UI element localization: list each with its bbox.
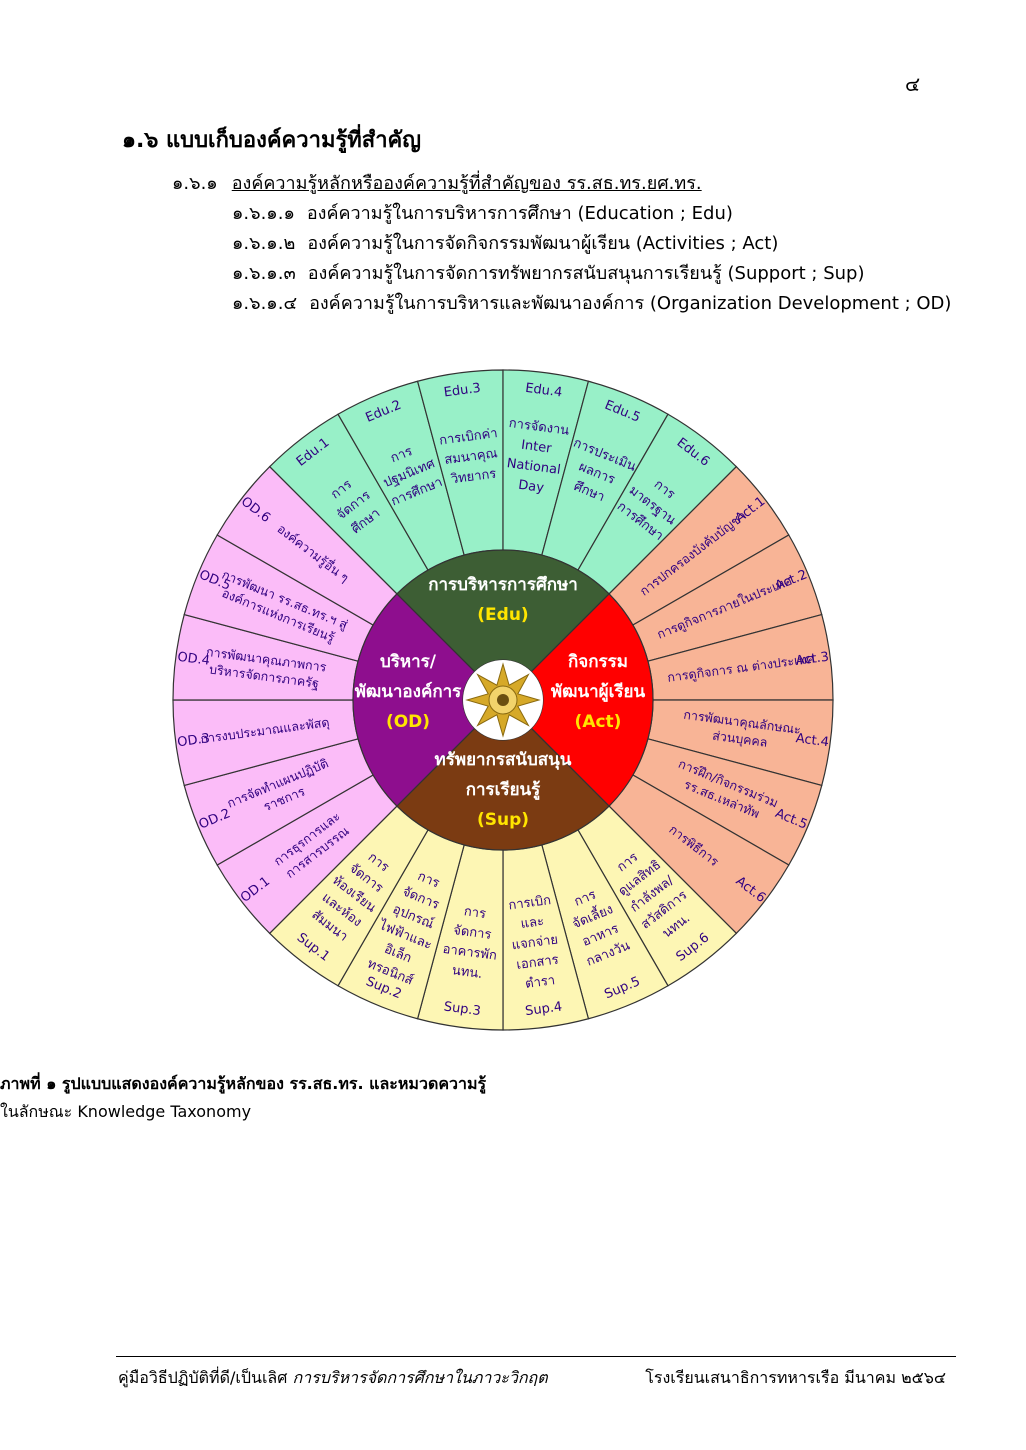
list-item-number: ๑.๖.๑.๓: [232, 263, 296, 284]
edu-item-line: วิทยากร: [449, 467, 497, 488]
od-inner-title: พัฒนาองค์การ: [355, 681, 462, 702]
sup-item-line: การเบิก: [508, 893, 552, 913]
sup-item-line: และ: [520, 914, 545, 932]
edu-inner-abbr: (Edu): [477, 605, 528, 625]
sub-heading: ๑.๖.๑ องค์ความรู้หลักหรือองค์ความรู้ที่สำ…: [172, 168, 702, 197]
list-item-number: ๑.๖.๑.๔: [232, 293, 298, 314]
section-heading: ๑.๖ แบบเก็บองค์ความรู้ที่สำคัญ: [122, 128, 422, 153]
sup-item-line: เอกสาร: [516, 953, 560, 973]
list-item-text: องค์ความรู้ในการบริหารการศึกษา (Educatio…: [306, 203, 733, 224]
od-inner-title: บริหาร/: [380, 652, 437, 672]
list-item: ๑.๖.๑.๓ องค์ความรู้ในการจัดการทรัพยากรสนั…: [232, 258, 865, 287]
act-code-label: Act.4: [795, 731, 830, 750]
figure-caption-subtitle: ในลักษณะ Knowledge Taxonomy: [0, 1102, 252, 1121]
act-code-label: Act.3: [795, 650, 830, 669]
sup-code-label: Sup.4: [524, 999, 563, 1019]
act-inner-title: กิจกรรม: [568, 652, 628, 672]
sup-inner-title: การเรียนรู้: [466, 779, 541, 801]
od-inner-abbr: (OD): [386, 712, 430, 732]
footer-manual-subtitle: การบริหารจัดการศึกษาในภาวะวิกฤต: [292, 1368, 548, 1387]
list-item-text: องค์ความรู้ในการบริหารและพัฒนาองค์การ (O…: [309, 293, 952, 314]
edu-item-line: Day: [517, 478, 545, 496]
sup-item-line: อาคารพัก: [442, 942, 498, 964]
sup-inner-abbr: (Sup): [477, 810, 529, 830]
footer-right: โรงเรียนเสนาธิการทหารเรือ มีนาคม ๒๕๖๔: [645, 1368, 946, 1387]
list-item-text: องค์ความรู้ในการจัดการทรัพยากรสนับสนุนกา…: [307, 263, 865, 284]
sup-item-line: การ: [463, 904, 487, 922]
edu-code-label: Edu.4: [524, 381, 563, 401]
act-inner-title: พัฒนาผู้เรียน: [551, 681, 646, 703]
list-item: ๑.๖.๑.๑ องค์ความรู้ในการบริหารการศึกษา (E…: [232, 198, 733, 227]
footer-manual-title: คู่มือวิธีปฏิบัติที่ดี/เป็นเลิศ: [118, 1368, 293, 1387]
list-item: ๑.๖.๑.๒ องค์ความรู้ในการจัดกิจกรรมพัฒนาผู…: [232, 228, 778, 257]
sub-heading-number: ๑.๖.๑: [172, 173, 218, 194]
sup-code-label: Sup.3: [443, 999, 482, 1019]
edu-item-line: Inter: [520, 438, 553, 457]
sub-heading-title: องค์ความรู้หลักหรือองค์ความรู้ที่สำคัญขอ…: [231, 173, 702, 194]
page-number: ๔: [905, 72, 921, 96]
list-item: ๑.๖.๑.๔ องค์ความรู้ในการบริหารและพัฒนาองค…: [232, 288, 951, 317]
od-code-label: OD.3: [177, 731, 211, 750]
figure-caption: ภาพที่ ๑ รูปแบบแสดงองค์ความรู้หลักของ รร…: [0, 1074, 487, 1093]
edu-inner-title: การบริหารการศึกษา: [428, 575, 578, 595]
od-code-label: OD.4: [177, 650, 211, 669]
act-inner-abbr: (Act): [575, 712, 622, 732]
emblem-anchor-icon: [497, 694, 509, 706]
list-item-number: ๑.๖.๑.๑: [232, 203, 295, 224]
sup-item-line: ตำรา: [524, 973, 556, 992]
sup-item-line: นทน.: [451, 963, 483, 982]
list-item-number: ๑.๖.๑.๒: [232, 233, 296, 254]
sup-item-line: จัดการ: [452, 923, 492, 943]
sup-item-line: แจกจ่าย: [511, 932, 559, 953]
list-item-text: องค์ความรู้ในการจัดกิจกรรมพัฒนาผู้เรียน …: [307, 233, 779, 254]
edu-item-line: National: [506, 456, 562, 478]
edu-item-line: สมนาคุณ: [444, 446, 499, 468]
sup-inner-title: ทรัพยากรสนับสนุน: [435, 750, 572, 770]
edu-code-label: Edu.3: [443, 381, 482, 401]
footer-left: คู่มือวิธีปฏิบัติที่ดี/เป็นเลิศ การบริหา…: [118, 1366, 548, 1391]
footer-divider: [116, 1356, 956, 1357]
